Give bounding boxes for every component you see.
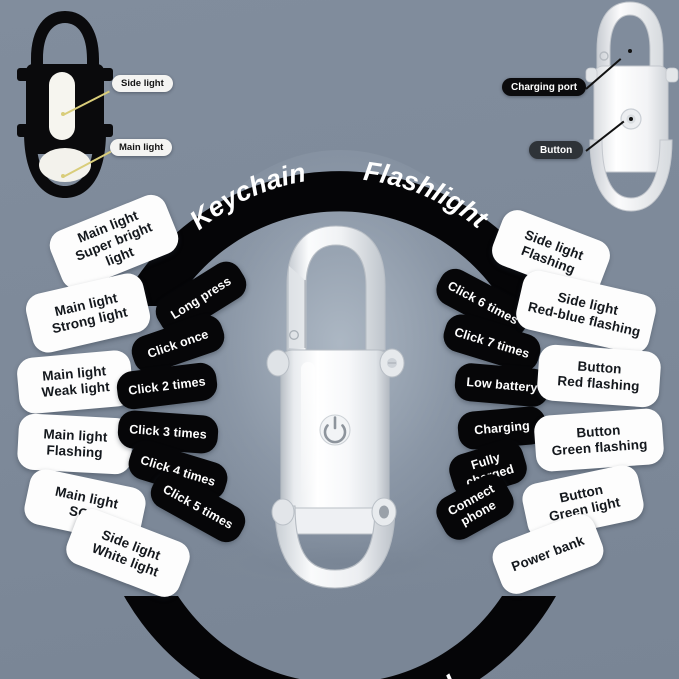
inset-top-left: Side light Main light [4,2,204,202]
callout-button: Button [529,141,584,159]
action-pill-label: Click 2 times [127,373,207,398]
callout-main-light-label: Main light [119,142,164,153]
feature-pill-label: Main light Strong light [50,290,129,337]
callout-side-light-label: Side light [121,78,164,89]
callout-side-light: Side light [112,75,173,92]
feature-pill-label: Main light Weak light [40,363,111,400]
bottom-arc-word-2: Manual [369,670,463,679]
feature-pill-label: Side light White light [89,527,163,580]
white-product-back-view [585,1,679,212]
feature-pill-label: Button Red flashing [556,358,641,394]
feature-pill-label: Main light Super bright light [73,207,155,269]
feature-pill-label: Main light Flashing [43,426,108,461]
feature-pill: Button Green flashing [533,407,665,473]
inset-top-right: Charging port Button [490,0,679,215]
feature-pill-label: Power bank [509,532,587,575]
feature-pill-label: Button Green flashing [551,422,648,459]
bottom-arc-word-1: User [223,674,289,679]
action-pill-label: Click once [145,326,211,361]
callout-charging-port-label: Charging port [511,81,578,93]
feature-pill: Main light Flashing [16,413,134,475]
callout-charging-port: Charging port [502,78,587,96]
callout-main-light: Main light [110,139,173,156]
action-pill-label: Low battery [465,374,539,395]
feature-pill-label: Side light Red-blue flashing [526,289,643,340]
callout-button-dot [629,117,633,121]
black-product-silhouette [17,11,113,198]
power-icon [323,416,347,444]
callout-charging-port-dot [628,49,632,53]
action-pill-label: Charging [473,418,531,438]
callout-button-label: Button [540,144,573,156]
feature-pill-label: Side light Flashing [519,227,586,278]
feature-pill: Button Red flashing [536,343,662,409]
action-pill-label: Click 3 times [128,421,208,442]
action-pill: Low battery [453,361,551,409]
product-image [205,222,483,590]
